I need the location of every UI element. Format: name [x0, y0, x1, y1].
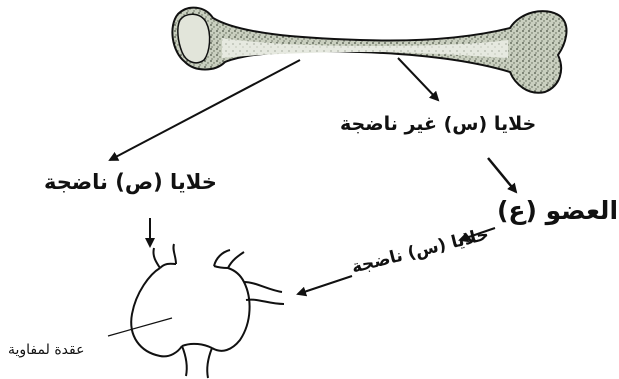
lymph-node-leader — [108, 318, 172, 336]
label-immature-x-cells: خلايا (س) غير ناضجة — [340, 113, 536, 135]
vessel-top-right — [228, 252, 244, 268]
bone — [172, 8, 566, 93]
arrow-bone-to-immature-x — [398, 58, 438, 100]
vessel-bottom — [182, 346, 187, 376]
vessel-top-left — [153, 248, 160, 268]
lymph-node — [131, 244, 284, 378]
label-mature-y-cells: خلايا (ص) ناضجة — [44, 170, 217, 194]
arrow-mature-x-to-node — [298, 276, 352, 294]
vessel-right — [244, 282, 282, 292]
arrow-immature-to-organ — [488, 158, 516, 192]
arrow-bone-to-mature-y — [110, 60, 300, 160]
label-organ-e: العضو (ع) — [497, 196, 618, 225]
label-lymph-node: عقدة لمفاوية — [8, 342, 84, 358]
